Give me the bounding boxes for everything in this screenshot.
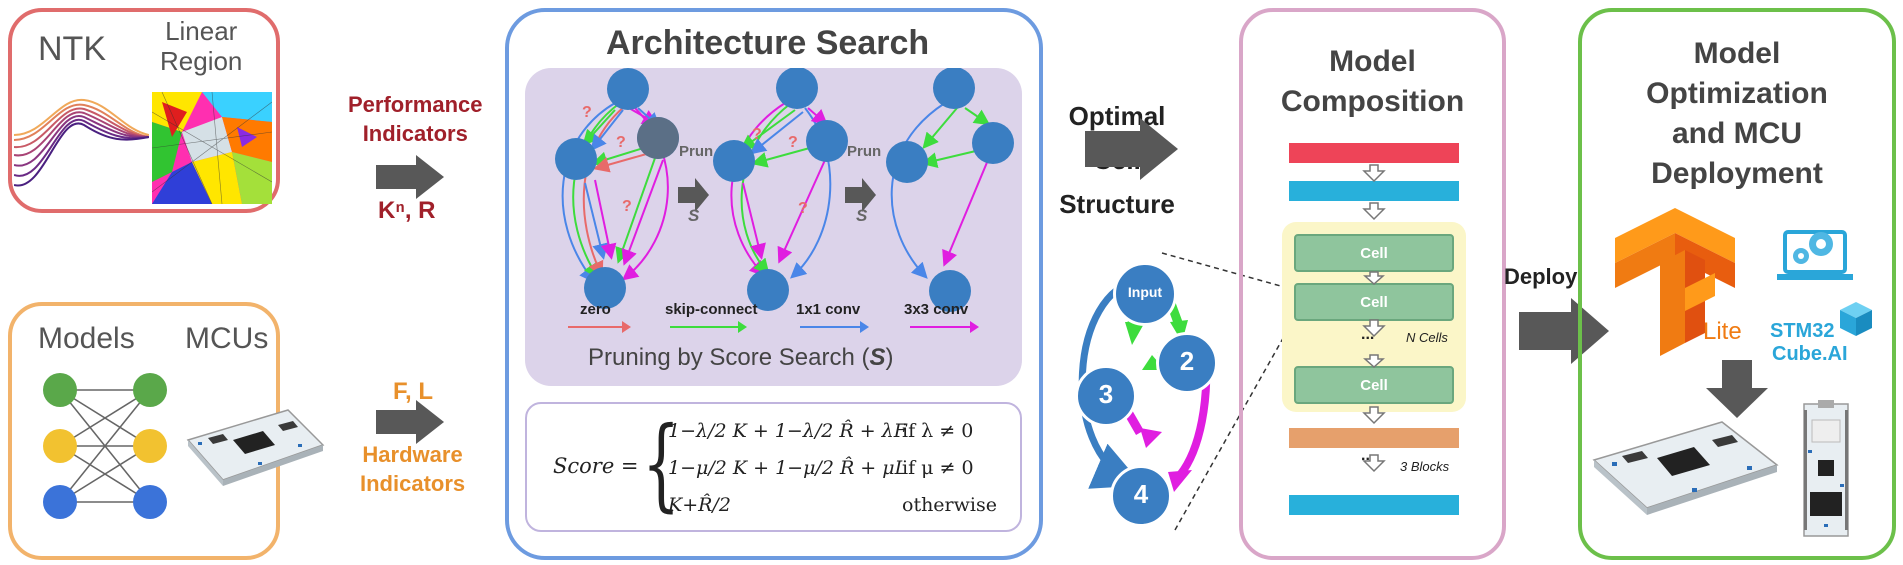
tensorflow-logo [1615, 208, 1735, 356]
prune-label-2: Prun [847, 143, 882, 160]
pruning-caption-end: ) [885, 344, 894, 371]
neural-network-icon [43, 373, 167, 519]
performance-indicators-label: Performance Indicators [348, 92, 483, 146]
deploy-arrow-head [1571, 298, 1609, 364]
score-formula-box [525, 402, 1022, 532]
cell-node-3 [1075, 365, 1137, 427]
architecture-search-title: Architecture Search [606, 24, 930, 62]
red-layer-bar [1289, 143, 1459, 163]
pruning-caption: Pruning by Score Search (S) [588, 344, 894, 372]
cell-node-2 [1156, 332, 1218, 394]
score-row-2-expr: 1−μ/2 K + 1−μ/2 R̂ + μL [668, 457, 908, 479]
score-row-3-cond: otherwise [902, 494, 997, 516]
conversion-arrow-head [1706, 388, 1768, 418]
pruning-caption-s: S [869, 344, 886, 371]
stm32-label: STM32 [1770, 320, 1835, 342]
question-mark-3: ? [622, 198, 632, 215]
nucleo-board-image [1803, 400, 1849, 537]
optimal-arrow-head [1140, 118, 1178, 180]
deploy-label: Deploy [1504, 264, 1578, 289]
cell-node-3-label: 3 [1098, 379, 1114, 409]
cyan-layer-bar [1289, 181, 1459, 201]
prune-s-2: S [856, 206, 868, 225]
pruning-area [525, 68, 1022, 386]
cell-graphs [555, 68, 1014, 312]
deploy-mcu-board-image [1592, 421, 1779, 515]
hardware-indicators-label: Hardware Indicators [360, 442, 466, 496]
score-row-2-cond: if μ ≠ 0 [902, 457, 974, 479]
cube-ai-label: Cube.AI [1772, 343, 1848, 365]
deployment-panel [1578, 8, 1896, 560]
cube-icon [1840, 302, 1872, 336]
deploy-arrow-shaft [1519, 312, 1571, 350]
score-row-1-cond: if λ ≠ 0 [902, 420, 974, 442]
legend-3x3-head [970, 321, 979, 333]
ntk-curves-plot [14, 98, 149, 187]
optimal-arrow-shaft [1085, 131, 1140, 167]
mcus-label: MCUs [185, 322, 269, 355]
question-mark-2: ? [616, 134, 626, 151]
hardware-arrow-shaft [376, 410, 416, 434]
ntk-label: NTK [38, 30, 106, 68]
cyan-output-bar [1289, 495, 1459, 515]
cell-node-4 [1110, 465, 1172, 527]
model-composition-title: Model Composition [1280, 45, 1465, 118]
kn-r-label: Kⁿ, R [378, 197, 436, 224]
hardware-arrow-head [416, 400, 444, 444]
conversion-arrow-shaft [1722, 360, 1752, 390]
tflite-lite-label: Lite [1703, 318, 1742, 345]
score-row-3-expr: K+R̂/2 [668, 494, 731, 516]
stm32-cube-ai-icon [1777, 230, 1853, 280]
performance-arrow-shaft [376, 165, 416, 189]
cell-node-input [1113, 262, 1177, 326]
n-cells-label: N Cells [1406, 330, 1448, 345]
legend-zero-label: zero [580, 301, 611, 318]
legend-skip-head [738, 321, 747, 333]
cell-box-3: Cell [1294, 366, 1454, 404]
blocks-label: 3 Blocks [1400, 459, 1450, 474]
cell-box-1: Cell [1294, 234, 1454, 272]
prune-s-1: S [688, 206, 700, 225]
legend-zero-line [568, 326, 624, 328]
question-mark-6: ? [798, 200, 808, 217]
legend-3x3-label: 3x3 conv [904, 301, 969, 318]
pruning-caption-text: Pruning by Score Search ( [588, 344, 870, 371]
score-lhs: Score = [553, 454, 639, 478]
linear-region-image [152, 92, 272, 204]
legend-skip-label: skip-connect [665, 301, 758, 318]
question-mark-1: ? [582, 104, 592, 121]
score-row-1-expr: 1−λ/2 K + 1−λ/2 R̂ + λF [668, 420, 907, 442]
question-mark-5: ? [788, 134, 798, 151]
models-label: Models [38, 322, 135, 355]
performance-arrow-head [416, 155, 444, 199]
linear-region-label: Linear Region [160, 16, 243, 76]
deployment-title: Model Optimization and MCU Deployment [1646, 37, 1828, 190]
legend-1x1-head [860, 321, 869, 333]
mcu-board-image [186, 409, 325, 486]
score-brace: { [642, 405, 681, 522]
legend-1x1-line [800, 326, 862, 328]
question-mark-4: ? [752, 126, 762, 143]
composition-down-arrows [1362, 164, 1386, 473]
legend-zero-head [622, 321, 631, 333]
orange-layer-bar [1289, 428, 1459, 448]
model-composition-panel [1239, 8, 1506, 560]
legend-1x1-label: 1x1 conv [796, 301, 861, 318]
legend-3x3-line [910, 326, 972, 328]
ntk-panel [8, 8, 280, 213]
architecture-search-panel [505, 8, 1043, 560]
cell-node-2-label: 2 [1179, 346, 1195, 376]
cell-node-input-label: Input [1127, 284, 1163, 300]
zoom-dashed-lines [1161, 252, 1296, 531]
cell-node-4-label: 4 [1133, 479, 1149, 509]
prune-label-1: Prun [679, 143, 714, 160]
legend-skip-line [670, 326, 740, 328]
